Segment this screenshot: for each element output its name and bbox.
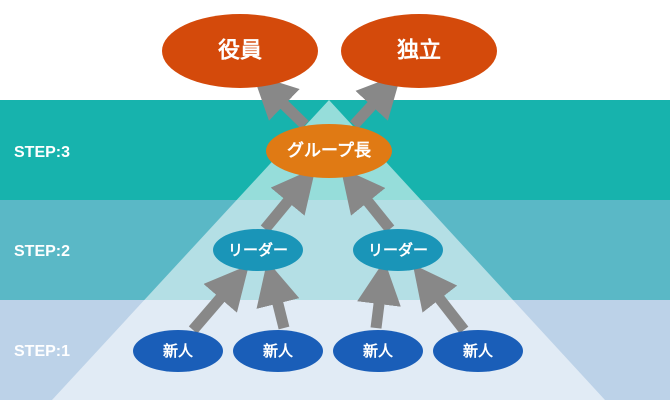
arrow-leader-right-to-group-leader: [340, 167, 395, 233]
node-leader-right-label: リーダー: [368, 241, 428, 259]
arrow-newcomer2-to-leader-left: [256, 260, 300, 330]
node-newcomer-4: 新人: [433, 330, 523, 372]
node-officer-label: 役員: [218, 39, 262, 64]
node-newcomer-1-label: 新人: [163, 342, 194, 360]
arrow-group-leader-to-independent: [349, 73, 402, 129]
node-independent-label: 独立: [397, 38, 441, 64]
node-leader-left: リーダー: [213, 229, 303, 271]
node-newcomer-3-label: 新人: [363, 342, 394, 360]
node-officer: 役員: [162, 14, 318, 88]
node-newcomer-2-label: 新人: [263, 342, 294, 360]
arrow-newcomer3-to-leader-right: [357, 260, 401, 329]
step1-label: STEP:1: [14, 343, 70, 360]
step3-label: STEP:3: [14, 144, 70, 161]
arrow-leader-left-to-group-leader: [260, 167, 316, 233]
node-independent: 独立: [341, 14, 497, 88]
node-group-leader-label: グループ長: [287, 140, 372, 161]
node-leader-right: リーダー: [353, 229, 443, 271]
arrow-newcomer4-to-leader-right: [412, 264, 469, 334]
node-newcomer-3: 新人: [333, 330, 423, 372]
node-newcomer-2: 新人: [233, 330, 323, 372]
arrows: [188, 73, 469, 334]
node-newcomer-1: 新人: [133, 330, 223, 372]
node-leader-left-label: リーダー: [228, 241, 288, 259]
node-newcomer-4-label: 新人: [463, 342, 494, 360]
arrow-group-leader-to-officer: [252, 74, 309, 129]
arrow-newcomer1-to-leader-left: [188, 264, 249, 334]
step2-label: STEP:2: [14, 243, 70, 260]
node-group-leader: グループ長: [266, 124, 392, 178]
